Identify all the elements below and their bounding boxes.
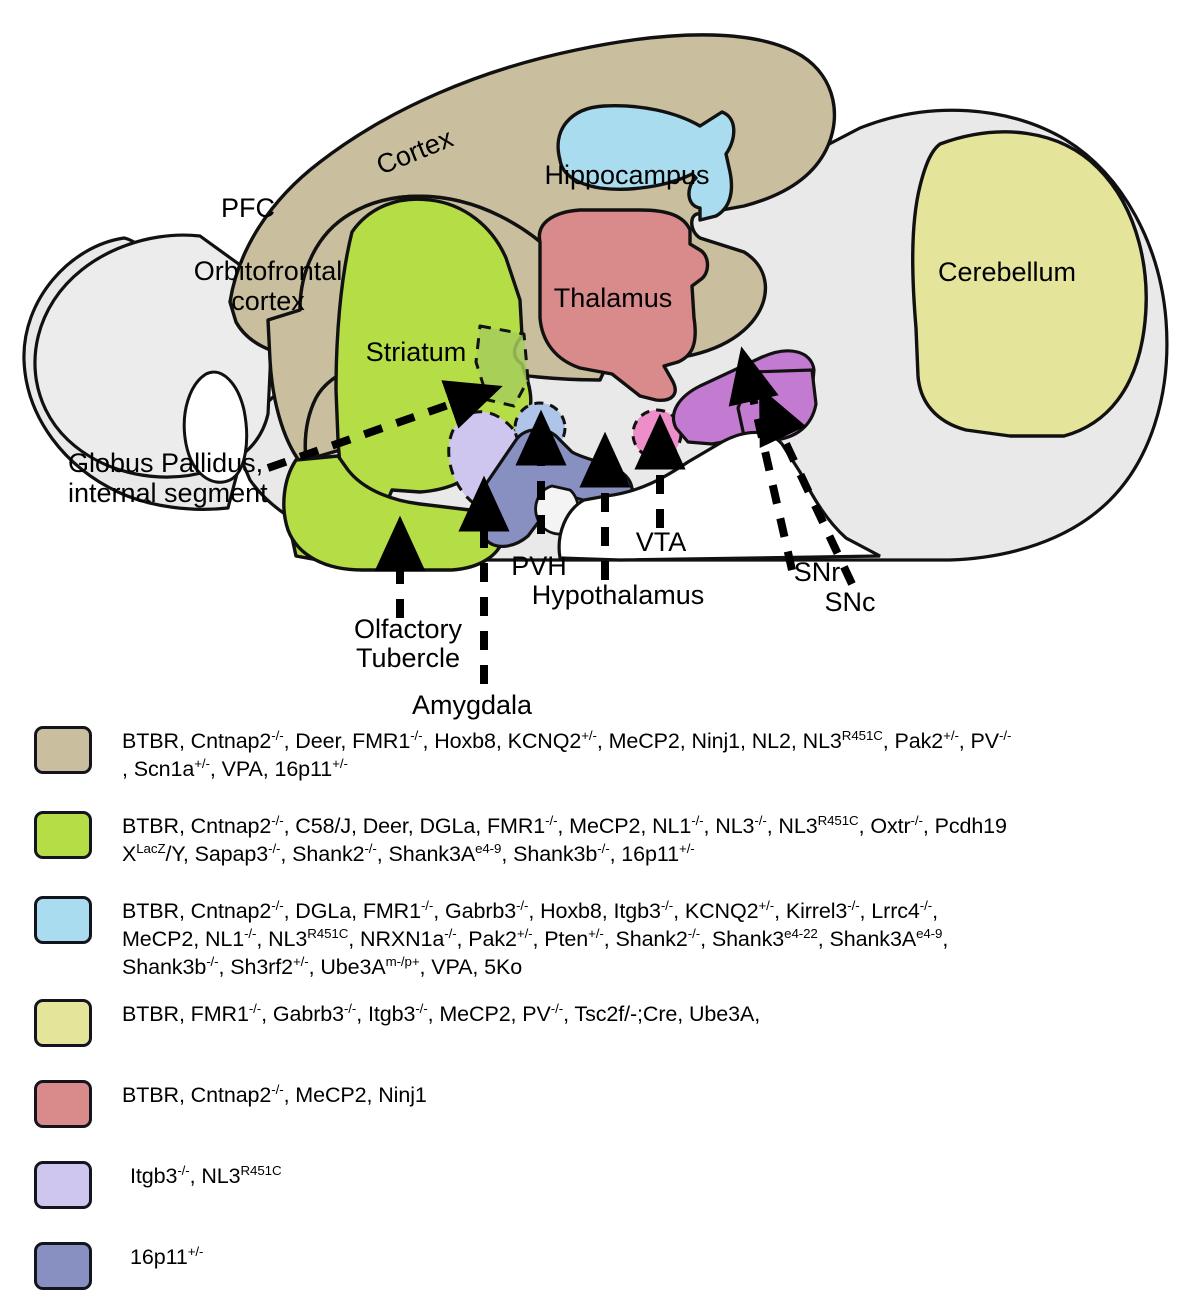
legend-row: BTBR, Cntnap2-/-, C58/J, Deer, DGLa, FMR… (0, 811, 1200, 868)
label-olfactory-tubercle-line1: Olfactory (354, 614, 463, 644)
legend-text-cortex: BTBR, Cntnap2-/-, Deer, FMR1-/-, Hoxb8, … (122, 726, 1011, 783)
label-hippocampus: Hippocampus (544, 160, 709, 190)
legend-text-hippocampus: BTBR, Cntnap2-/-, DGLa, FMR1-/-, Gabrb3-… (122, 896, 948, 981)
legend-swatch-thalamus (34, 1080, 92, 1128)
legend-text-thalamus: BTBR, Cntnap2-/-, MeCP2, Ninj1 (122, 1080, 427, 1109)
hippocampus-region (556, 103, 736, 222)
brainstem-underside-shape (557, 430, 881, 562)
legend-line: , Scn1a+/-, VPA, 16p11+/- (122, 755, 348, 781)
legend-swatch-cerebellum (34, 999, 92, 1047)
bulb-notch-shape (182, 370, 249, 484)
label-thalamus: Thalamus (554, 283, 673, 313)
label-snc: SNc (824, 587, 875, 617)
label-pfc: PFC (221, 193, 275, 223)
legend-line: MeCP2, NL1-/-, NL3R451C, NRXN1a-/-, Pak2… (122, 925, 949, 951)
label-striatum: Striatum (366, 337, 467, 367)
label-snr: SNr (794, 557, 841, 587)
legend-swatch-cortex (34, 726, 92, 774)
brain-diagram: Cortex PFC Orbitofrontal cortex Hippocam… (22, 33, 1169, 720)
legend-swatch-hypothalamus (34, 1242, 92, 1290)
label-cerebellum: Cerebellum (938, 257, 1076, 287)
legend-row: BTBR, Cntnap2-/-, MeCP2, Ninj1 (0, 1080, 1200, 1128)
legend-row: Itgb3-/-, NL3R451C (0, 1161, 1200, 1209)
legend-row: BTBR, FMR1-/-, Gabrb3-/-, Itgb3-/-, MeCP… (0, 999, 1200, 1047)
legend-text-striatum: BTBR, Cntnap2-/-, C58/J, Deer, DGLa, FMR… (122, 811, 1007, 868)
legend-swatch-striatum (34, 811, 92, 859)
thalamus-region (537, 208, 710, 402)
legend-line: BTBR, Cntnap2-/-, DGLa, FMR1-/-, Gabrb3-… (122, 897, 938, 923)
label-orbitofrontal-cortex-line1: Orbitofrontal (194, 256, 343, 286)
legend-line: BTBR, Cntnap2-/-, C58/J, Deer, DGLa, FMR… (122, 812, 1007, 838)
label-vta: VTA (636, 527, 687, 557)
olfactory-tubercle-region (282, 454, 506, 572)
label-pvh: PVH (511, 551, 567, 581)
arrow-globus-pallidus (266, 380, 503, 472)
legend-text-amygdala: Itgb3-/-, NL3R451C (122, 1161, 282, 1190)
leader-arrows (266, 346, 856, 684)
legend-row: BTBR, Cntnap2-/-, Deer, FMR1-/-, Hoxb8, … (0, 726, 1200, 783)
legend-swatch-hippocampus (34, 896, 92, 944)
label-hypothalamus: Hypothalamus (532, 580, 705, 610)
label-olfactory-tubercle-line2: Tubercle (356, 643, 460, 673)
label-orbitofrontal-cortex-line2: cortex (231, 286, 305, 316)
legend-line: Shank3b-/-, Sh3rf2+/-, Ube3Am-/p+, VPA, … (122, 953, 523, 979)
legend-swatch-amygdala (34, 1161, 92, 1209)
legend-line: BTBR, Cntnap2-/-, Deer, FMR1-/-, Hoxb8, … (122, 727, 1012, 753)
legend-text-cerebellum: BTBR, FMR1-/-, Gabrb3-/-, Itgb3-/-, MeCP… (122, 999, 760, 1028)
legend-row: BTBR, Cntnap2-/-, DGLa, FMR1-/-, Gabrb3-… (0, 896, 1200, 981)
label-globus-pallidus-line2: internal segment (68, 478, 268, 508)
label-amygdala: Amygdala (412, 690, 533, 720)
legend-line: XLacZ/Y, Sapap3-/-, Shank2-/-, Shank3Ae4… (122, 840, 695, 866)
legend-row: 16p11+/- (0, 1242, 1200, 1290)
legend-line: Itgb3-/-, NL3R451C (130, 1162, 282, 1188)
legend-line: BTBR, Cntnap2-/-, MeCP2, Ninj1 (122, 1081, 427, 1107)
legend: BTBR, Cntnap2-/-, Deer, FMR1-/-, Hoxb8, … (0, 726, 1200, 1290)
legend-text-hypothalamus: 16p11+/- (122, 1242, 203, 1271)
label-globus-pallidus-line1: Globus Pallidus, (68, 448, 263, 478)
legend-line: 16p11+/- (130, 1243, 204, 1269)
legend-line: BTBR, FMR1-/-, Gabrb3-/-, Itgb3-/-, MeCP… (122, 1000, 761, 1026)
cerebellum-region (911, 130, 1148, 438)
